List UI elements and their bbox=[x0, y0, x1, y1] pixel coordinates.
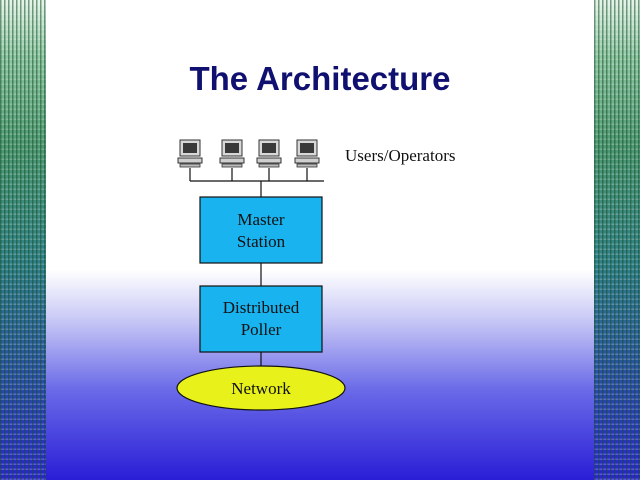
right-decorative-strip bbox=[594, 0, 640, 480]
users-operators-label: Users/Operators bbox=[345, 146, 456, 165]
distributed-poller-line2: Poller bbox=[241, 320, 282, 339]
master-station-line2: Station bbox=[237, 232, 286, 251]
slide-title: The Architecture bbox=[189, 60, 451, 97]
network-node: Network bbox=[176, 365, 346, 411]
computer-icon bbox=[177, 139, 203, 168]
network-label: Network bbox=[231, 379, 291, 398]
computer-icon bbox=[256, 139, 282, 168]
master-station-line1: Master bbox=[237, 210, 285, 229]
connector-lines bbox=[189, 168, 324, 366]
computers-group bbox=[177, 139, 320, 168]
computer-icon bbox=[219, 139, 245, 168]
computer-icon bbox=[294, 139, 320, 168]
distributed-poller-line1: Distributed bbox=[223, 298, 300, 317]
master-station-node: Master Station bbox=[199, 196, 323, 264]
distributed-poller-node: Distributed Poller bbox=[199, 285, 323, 353]
left-decorative-strip bbox=[0, 0, 46, 480]
